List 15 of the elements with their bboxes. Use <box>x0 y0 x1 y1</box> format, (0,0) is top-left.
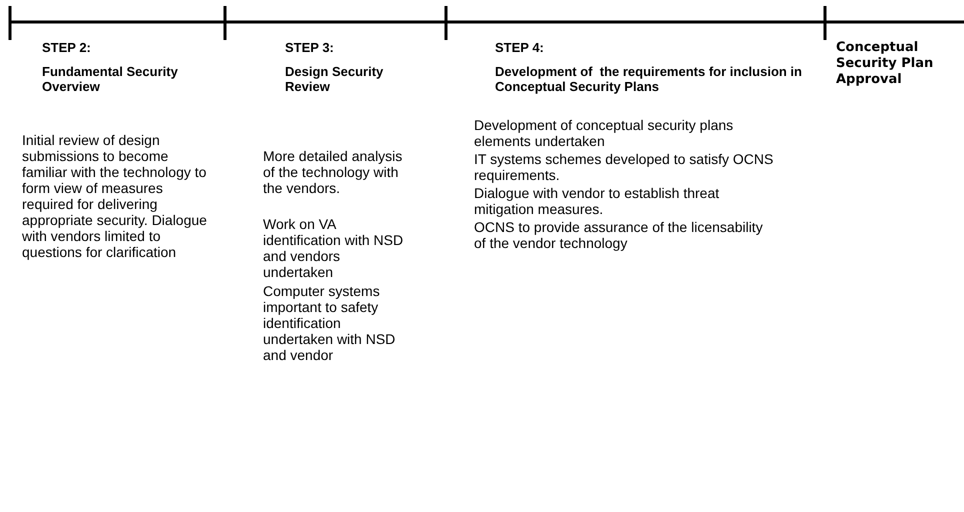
description-text: OCNS to provide assurance of the licensability of the vendor technology <box>474 219 764 251</box>
description-text: Initial review of design submissions to become familiar with the technology to form view of measures required for delivering appropriate security. Dialogue with vendors limited to questions for clarification <box>22 132 208 260</box>
step-label: STEP 2: <box>42 40 92 55</box>
description-text: Computer systems important to safety identification undertaken with NSD and vendor <box>263 283 396 363</box>
milestone-label: Conceptual Security Plan Approval <box>836 40 934 88</box>
description-text: Dialogue with vendor to establish threat mitigation measures. <box>474 185 720 217</box>
description-text: More detailed analysis of the technology with the vendors. <box>263 148 404 196</box>
step-title: Development of the requirements for inclusion in Conceptual Security Plans <box>495 64 803 94</box>
step-title: Fundamental Security Overview <box>42 64 179 94</box>
description-text: IT systems schemes developed to satisfy OCNS requirements. <box>474 151 774 183</box>
step-title: Design Security Review <box>285 64 384 94</box>
step-label: STEP 4: <box>495 40 545 55</box>
description-text: Development of conceptual security plans elements undertaken <box>474 117 734 149</box>
step-label: STEP 3: <box>285 40 335 55</box>
description-text: Work on VA identification with NSD and vendors undertaken <box>263 216 404 280</box>
